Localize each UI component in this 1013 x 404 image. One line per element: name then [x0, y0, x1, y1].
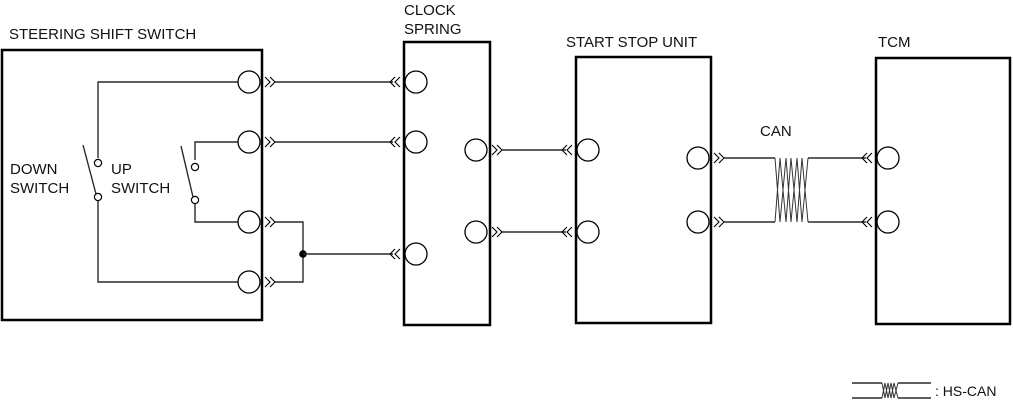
- connector-male-icon: [264, 276, 276, 288]
- down-switch-label-line1: DOWN: [10, 161, 58, 178]
- down-switch-label-line2: SWITCH: [10, 180, 69, 197]
- legend-twist-b: [881, 382, 899, 399]
- legend: : HS-CAN: [852, 382, 996, 399]
- tcm-label: TCM: [878, 34, 911, 51]
- ssu-pin-can-h: [686, 146, 710, 170]
- start-stop-unit-box: [574, 55, 713, 325]
- up-switch-blade: [180, 145, 194, 198]
- tcm-pin-can-l: [876, 210, 900, 234]
- clock-spring-pin-in-2: [404, 130, 428, 154]
- down-switch: [82, 144, 103, 202]
- steering-pin-1: [237, 70, 261, 94]
- clock-spring-label-line1: CLOCK: [404, 2, 456, 19]
- wire-steering-3-4-joint: [275, 221, 304, 283]
- tcm-box: [874, 56, 1012, 326]
- connector-male-icon: [713, 152, 725, 164]
- legend-text: : HS-CAN: [935, 383, 996, 399]
- steering-pin-2: [237, 130, 261, 154]
- connector-female-icon: [561, 226, 573, 238]
- connector-female-icon: [561, 144, 573, 156]
- connector-male-icon: [491, 144, 503, 156]
- connector-female-icon: [861, 152, 873, 164]
- clock-spring-box: [402, 40, 492, 327]
- down-switch-blade: [82, 144, 97, 195]
- steering-shift-switch-box: [0, 48, 264, 322]
- connector-female-icon: [389, 248, 401, 260]
- up-switch-terminal-top: [190, 162, 200, 172]
- ssu-pin-in-2: [576, 220, 600, 244]
- connector-female-icon: [861, 216, 873, 228]
- steering-pins: [237, 70, 276, 294]
- start-stop-unit-pins: [561, 138, 725, 244]
- up-switch: [180, 145, 200, 205]
- can-label: CAN: [760, 123, 792, 140]
- connector-female-icon: [389, 136, 401, 148]
- can-twist-a: [774, 157, 809, 223]
- clock-spring-pin-in-3: [404, 242, 428, 266]
- tcm-pin-can-h: [876, 146, 900, 170]
- steering-pin-3: [237, 210, 261, 234]
- steering-pin-4: [237, 270, 261, 294]
- connector-male-icon: [264, 136, 276, 148]
- up-switch-label-line2: SWITCH: [111, 180, 170, 197]
- down-switch-wire-top: [97, 81, 238, 158]
- connector-male-icon: [491, 226, 503, 238]
- can-twisted-pair: [724, 157, 866, 223]
- up-switch-terminal-bottom: [190, 195, 200, 205]
- clock-spring-pin-out-2: [464, 220, 488, 244]
- clock-spring-pins: [389, 70, 503, 266]
- connector-female-icon: [389, 76, 401, 88]
- down-switch-terminal-bottom: [93, 192, 103, 202]
- twisted-pair-legend-icon: [852, 382, 931, 399]
- down-switch-wire-bottom: [97, 198, 238, 283]
- clock-spring-pin-out-1: [464, 138, 488, 162]
- down-switch-terminal-top: [93, 158, 103, 168]
- up-switch-label-line1: UP: [111, 161, 132, 178]
- clock-spring-label-line2: SPRING: [404, 21, 462, 38]
- start-stop-unit-label: START STOP UNIT: [566, 34, 697, 51]
- connector-male-icon: [713, 216, 725, 228]
- can-twist-b: [774, 157, 809, 223]
- up-switch-wire-top: [194, 141, 238, 160]
- clock-spring-pin-in-1: [404, 70, 428, 94]
- ssu-pin-can-l: [686, 210, 710, 234]
- steering-shift-switch-label: STEERING SHIFT SWITCH: [9, 26, 196, 43]
- tcm-pins: [861, 146, 900, 234]
- up-switch-wire-bottom: [194, 200, 238, 223]
- connector-male-icon: [264, 216, 276, 228]
- connector-male-icon: [264, 76, 276, 88]
- ssu-pin-in-1: [576, 138, 600, 162]
